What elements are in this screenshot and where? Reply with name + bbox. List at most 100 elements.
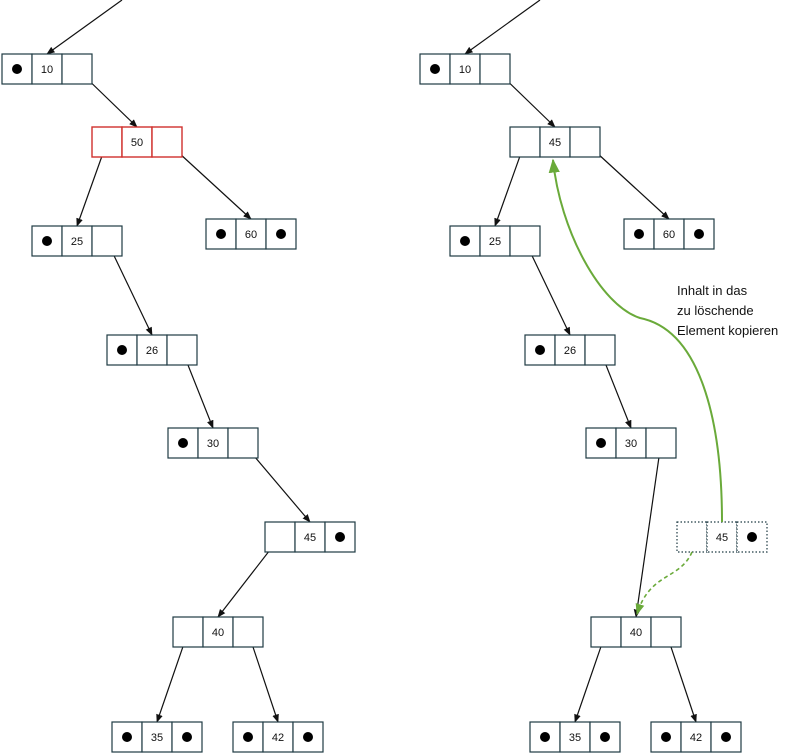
null-pointer-dot — [596, 438, 606, 448]
right-pointer-cell — [645, 427, 677, 459]
null-pointer-dot — [335, 532, 345, 542]
node-key-label: 25 — [489, 236, 501, 248]
tree-node-l42: 42 — [232, 721, 324, 753]
key-cell — [136, 334, 168, 366]
tree-node-l60: 60 — [205, 218, 297, 250]
copy-arrows-layer — [548, 158, 723, 616]
null-pointer-dot — [216, 229, 226, 239]
null-pointer-dot — [694, 229, 704, 239]
null-pointer-dot — [747, 532, 757, 542]
node-key-label: 35 — [569, 732, 581, 744]
null-pointer-dot — [661, 732, 671, 742]
null-pointer-dot — [535, 345, 545, 355]
node-key-label: 42 — [272, 732, 284, 744]
node-key-label: 45 — [304, 532, 316, 544]
right-pointer-cell — [584, 334, 616, 366]
nodes-layer: 10 50 25 60 26 30 45 40 35 42 10 45 25 60 26 30 45 40 35 42 — [1, 53, 768, 753]
left-pointer-cell — [106, 334, 138, 366]
null-pointer-dot — [178, 438, 188, 448]
edge-30-40 — [633, 442, 662, 618]
null-pointer-dot — [243, 732, 253, 742]
null-pointer-dot — [42, 236, 52, 246]
tree-node-r10: 10 — [419, 53, 511, 85]
key-cell — [615, 427, 647, 459]
node-key-label: 26 — [564, 345, 576, 357]
node-key-label: 30 — [625, 438, 637, 450]
key-cell — [202, 616, 234, 648]
node-key-label: 60 — [663, 229, 675, 241]
left-pointer-cell — [91, 126, 123, 158]
key-cell — [539, 126, 571, 158]
annotation-line-1: Inhalt in das — [677, 283, 748, 298]
tree-node-l26: 26 — [106, 334, 198, 366]
key-cell — [262, 721, 294, 753]
right-pointer-cell — [650, 616, 682, 648]
node-key-label: 45 — [716, 532, 728, 544]
tree-node-r40: 40 — [590, 616, 682, 648]
key-cell — [620, 616, 652, 648]
key-cell — [121, 126, 153, 158]
key-cell — [31, 53, 63, 85]
relink-dashed-arrow — [635, 551, 693, 616]
right-pointer-cell — [569, 126, 601, 158]
null-pointer-dot — [721, 732, 731, 742]
null-pointer-dot — [182, 732, 192, 742]
null-pointer-dot — [600, 732, 610, 742]
right-pointer-cell — [479, 53, 511, 85]
right-pointer-cell — [509, 225, 541, 257]
tree-node-r45old: 45 — [676, 521, 768, 553]
key-cell — [479, 225, 511, 257]
tree-node-l35: 35 — [111, 721, 203, 753]
node-key-label: 30 — [207, 438, 219, 450]
node-key-label: 26 — [146, 345, 158, 357]
tree-node-l40: 40 — [172, 616, 264, 648]
left-pointer-cell — [590, 616, 622, 648]
left-pointer-cell — [509, 126, 541, 158]
tree-node-r26: 26 — [524, 334, 616, 366]
null-pointer-dot — [540, 732, 550, 742]
null-pointer-dot — [12, 64, 22, 74]
annotation-line-2: zu löschende — [677, 303, 754, 318]
key-cell — [61, 225, 93, 257]
root-pointer-edge — [46, 0, 123, 55]
copy-content-arrow — [548, 158, 723, 523]
tree-node-l50: 50 — [91, 126, 183, 158]
null-pointer-dot — [460, 236, 470, 246]
tree-node-l25: 25 — [31, 225, 123, 257]
tree-node-r35: 35 — [529, 721, 621, 753]
key-cell — [449, 53, 481, 85]
null-pointer-dot — [430, 64, 440, 74]
tree-node-r25: 25 — [449, 225, 541, 257]
node-key-label: 40 — [212, 627, 224, 639]
null-pointer-dot — [634, 229, 644, 239]
edge-25-26 — [106, 240, 153, 336]
node-key-label: 42 — [690, 732, 702, 744]
null-pointer-dot — [122, 732, 132, 742]
node-key-label: 35 — [151, 732, 163, 744]
node-key-label: 45 — [549, 137, 561, 149]
root-pointer-edge — [464, 0, 541, 55]
left-pointer-cell — [172, 616, 204, 648]
node-key-label: 40 — [630, 627, 642, 639]
node-key-label: 10 — [459, 64, 471, 76]
node-key-label: 50 — [131, 137, 143, 149]
node-key-label: 25 — [71, 236, 83, 248]
tree-node-l10: 10 — [1, 53, 93, 85]
null-pointer-dot — [276, 229, 286, 239]
key-cell — [653, 218, 685, 250]
edge-25-26 — [524, 240, 571, 336]
right-pointer-cell — [232, 616, 264, 648]
right-pointer-cell — [151, 126, 183, 158]
node-key-label: 10 — [41, 64, 53, 76]
null-pointer-dot — [117, 345, 127, 355]
tree-node-r60: 60 — [623, 218, 715, 250]
left-pointer-cell — [676, 521, 708, 553]
node-key-label: 60 — [245, 229, 257, 241]
left-pointer-cell — [585, 427, 617, 459]
right-pointer-cell — [61, 53, 93, 85]
null-pointer-dot — [303, 732, 313, 742]
tree-node-r30: 30 — [585, 427, 677, 459]
key-cell — [235, 218, 267, 250]
tree-node-r45top: 45 — [509, 126, 601, 158]
